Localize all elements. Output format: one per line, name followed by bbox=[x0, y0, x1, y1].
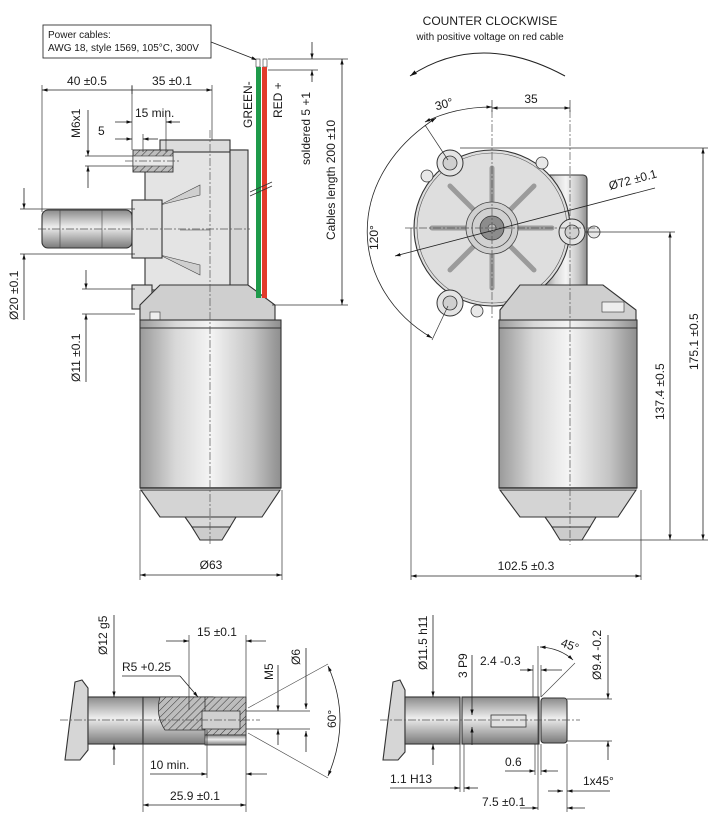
dia-12: Ø12 g5 bbox=[96, 615, 110, 655]
rotation-subtitle: with positive voltage on red cable bbox=[415, 32, 564, 43]
rotation-arrow-icon bbox=[409, 52, 566, 77]
dia-11-5: Ø11.5 h11 bbox=[416, 615, 430, 670]
radius-r5: R5 +0.25 bbox=[122, 660, 171, 674]
cable-note: Power cables: AWG 18, style 1569, 105°C,… bbox=[42, 24, 258, 61]
dim-40: 40 ±0.5 bbox=[67, 74, 107, 88]
dim-15-shaft: 15 ±0.1 bbox=[197, 625, 237, 639]
chamfer-1x45: 1x45° bbox=[583, 774, 614, 788]
thread-m6: M6x1 bbox=[69, 108, 83, 138]
key-3p9: 3 P9 bbox=[456, 653, 470, 678]
dia-63: Ø63 bbox=[200, 558, 223, 572]
shaft-detail-a bbox=[60, 679, 260, 761]
side-view-dimensions: 40 ±0.5 35 ±0.1 15 min. 5 M6x1 Ø20 ±0.1 … bbox=[7, 74, 283, 580]
red-cable-label: RED + bbox=[271, 82, 285, 118]
dim-15-min: 15 min. bbox=[135, 106, 174, 120]
front-view bbox=[405, 110, 638, 545]
dim-35: 35 ±0.1 bbox=[152, 74, 192, 88]
rotation-title: COUNTER CLOCKWISE bbox=[423, 14, 558, 28]
power-cables: GREEN- RED + soldered 5 +1 Cables length… bbox=[241, 42, 348, 306]
green-cable-label: GREEN- bbox=[241, 81, 255, 128]
angle-60: 60° bbox=[325, 710, 339, 728]
side-view bbox=[38, 130, 282, 545]
shaft-detail-b bbox=[380, 679, 580, 761]
dia-11: Ø11 ±0.1 bbox=[69, 333, 83, 382]
shaft-b-dimensions: Ø11.5 h11 3 P9 2.4 -0.3 45° Ø9.4 -0.2 0.… bbox=[390, 615, 614, 812]
height-175: 175.1 ±0.5 bbox=[687, 313, 701, 370]
dim-5: 5 bbox=[98, 124, 105, 138]
dim-7-5: 7.5 ±0.1 bbox=[482, 795, 526, 809]
dim-0-6: 0.6 bbox=[505, 755, 522, 769]
red-cable bbox=[262, 67, 267, 298]
dia-20: Ø20 ±0.1 bbox=[7, 270, 21, 320]
angle-30: 30° bbox=[433, 95, 454, 113]
dim-25-9: 25.9 ±0.1 bbox=[170, 789, 220, 803]
dim-2-4: 2.4 -0.3 bbox=[480, 654, 521, 668]
dim-35-front: 35 bbox=[524, 92, 538, 106]
rotation-note: COUNTER CLOCKWISE with positive voltage … bbox=[409, 14, 566, 77]
soldered-label: soldered 5 +1 bbox=[299, 92, 313, 165]
angle-45: 45° bbox=[559, 636, 581, 655]
dim-1-1: 1.1 H13 bbox=[390, 772, 432, 786]
dia-9-4: Ø9.4 -0.2 bbox=[590, 630, 604, 680]
width-102: 102.5 ±0.3 bbox=[498, 559, 555, 573]
cable-note-line1: Power cables: bbox=[48, 30, 111, 41]
cable-length-label: Cables length 200 ±10 bbox=[324, 120, 338, 240]
cable-note-line2: AWG 18, style 1569, 105°C, 300V bbox=[48, 43, 199, 54]
dim-10-min: 10 min. bbox=[150, 758, 189, 772]
thread-m5: M5 bbox=[262, 663, 276, 680]
angle-120: 120° bbox=[367, 225, 381, 250]
dia-6: Ø6 bbox=[289, 649, 303, 665]
height-137: 137.4 ±0.5 bbox=[653, 363, 667, 420]
green-cable bbox=[256, 67, 261, 298]
shaft-a-dimensions: Ø12 g5 15 ±0.1 R5 +0.25 M5 Ø6 60° 10 min… bbox=[96, 615, 341, 812]
